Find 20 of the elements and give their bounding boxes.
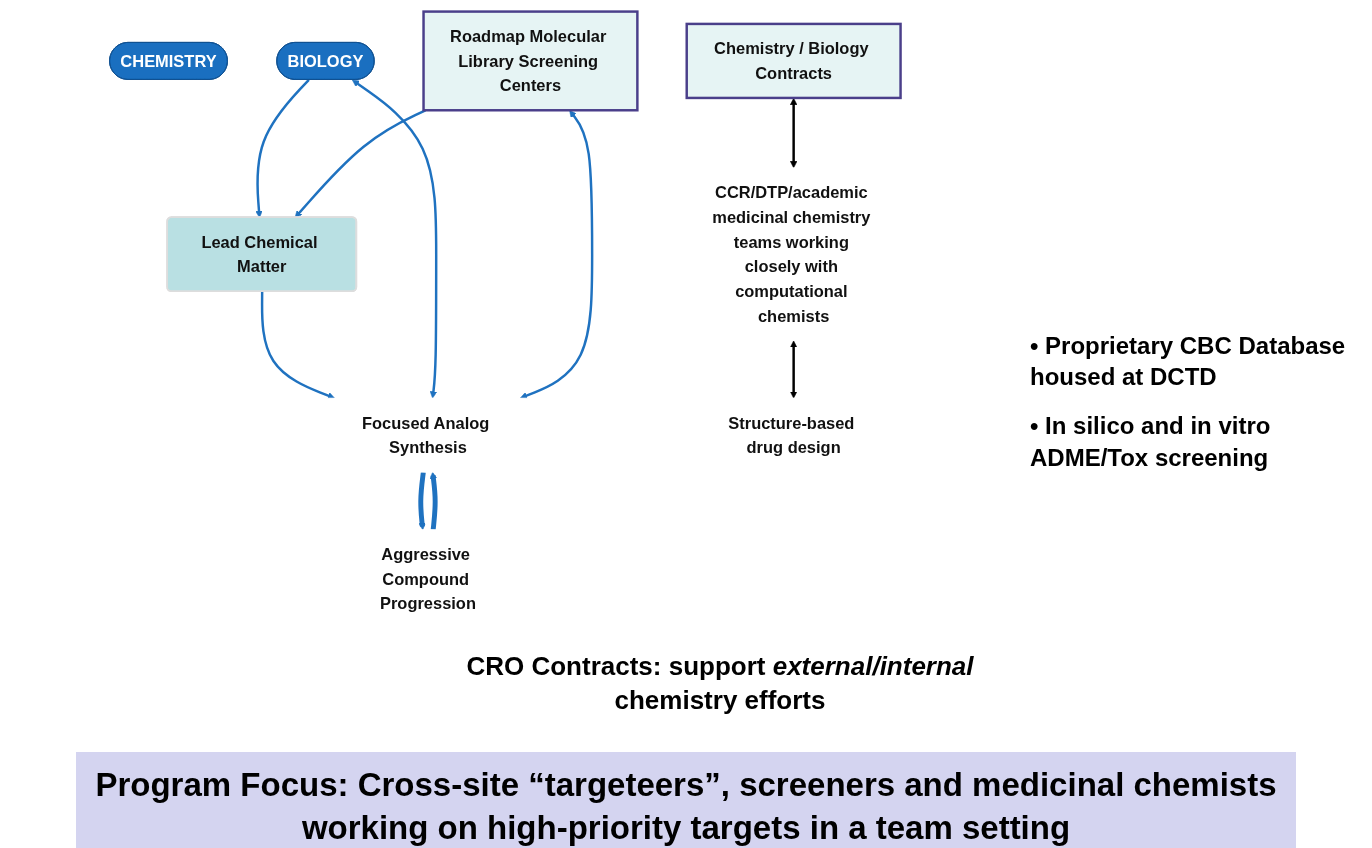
- node-text: Structure-based drug design: [728, 413, 855, 457]
- arrow: [789, 340, 798, 399]
- arrow: [294, 109, 426, 218]
- arrow: [519, 110, 594, 400]
- diagram: Lead Chemical Matter CHEMISTRY BIOLOGY Roadmap Molecular Library Screening Centers Chemistry / Biology Contracts Focused Analog Synthesis CCR/DTP/academic medicinal chemistry teams working closely with computational chemists Aggressive Compound Progression Structure-based drug design: [102, 5, 908, 635]
- bullet-text: • Proprietary CBC Database housed at DCTD: [1030, 331, 1347, 393]
- arrow: [352, 79, 438, 399]
- caption-banner: Program Focus: Cross-site “targeteers”, screeners and medicinal chemists working on high-priority targets in a team setting: [76, 752, 1296, 848]
- arrow: [260, 291, 335, 400]
- note-text: CRO Contracts: support external/internal chemistry efforts: [465, 650, 975, 717]
- node-box: [422, 10, 639, 112]
- arrow: [789, 97, 798, 169]
- arrow: [255, 79, 310, 218]
- bullet-text: • In silico and in vitro ADME/Tox screening: [1030, 411, 1272, 473]
- node-box: [685, 22, 902, 100]
- node-text: Focused Analog Synthesis: [361, 413, 490, 457]
- node-text: CCR/DTP/academic medicinal chemistry teams working closely with computational chemists: [712, 183, 871, 325]
- node-text: Aggressive Compound Progression: [379, 545, 476, 613]
- arrow: [429, 471, 438, 530]
- arrow: [418, 471, 426, 531]
